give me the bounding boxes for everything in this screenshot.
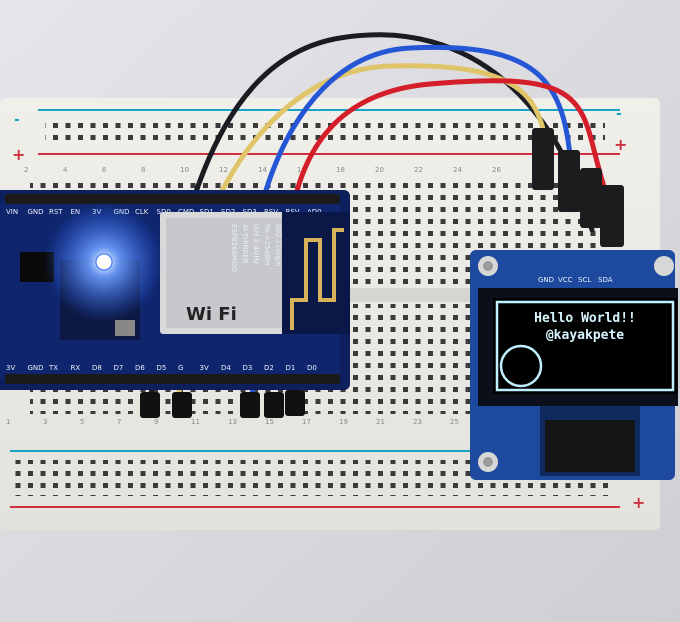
oled-mount-hole-tr: [654, 256, 674, 276]
oled-module: GND VCC SCL SDA Hello World!! @kayakpete: [470, 250, 678, 480]
esp-module-text-line: AI-THINKER: [241, 224, 249, 264]
column-number: 11: [191, 418, 200, 426]
column-number: 9: [154, 418, 158, 426]
oled-border-frame: [495, 300, 675, 392]
header-pin-2: [558, 150, 580, 212]
nodemcu-bottom-pin-label: D8: [92, 364, 102, 372]
bottom-plus-mark: +: [632, 493, 645, 512]
column-number: 14: [258, 166, 267, 174]
column-number: 6: [102, 166, 107, 174]
header-pin-1: [532, 128, 554, 190]
nodemcu-top-pin-label: RST: [49, 208, 63, 216]
header-pin-3: [580, 168, 602, 228]
top-plus-mark: +: [12, 145, 25, 164]
oled-pin-label: SCL: [578, 276, 591, 284]
blue-led: [95, 253, 113, 271]
nodemcu-board: VINGNDRSTEN3VGNDCLKSD0CMDSD1SD2SD3RSVRSV…: [0, 190, 350, 390]
nodemcu-header-rows: [5, 194, 340, 384]
esp-module-text-line: ISM 2.4GHz: [252, 224, 260, 265]
nodemcu-bottom-pin-label: RX: [71, 364, 81, 372]
oled-line-1: Hello World!!: [534, 311, 636, 326]
oled-circle-graphic: [499, 344, 543, 388]
column-number: 4: [63, 166, 68, 174]
nodemcu-bottom-pin-label: D6: [135, 364, 145, 372]
column-number: 22: [414, 166, 423, 174]
column-number: 15: [265, 418, 274, 426]
oled-pin-labels: GND VCC SCL SDA: [538, 276, 613, 284]
column-number: 2: [24, 166, 28, 174]
top-right-plus-mark: +: [614, 135, 627, 154]
column-number: 18: [336, 166, 345, 174]
nodemcu-bottom-pin-label: 3V: [6, 364, 15, 372]
column-number: 21: [376, 418, 385, 426]
column-number: 26: [492, 166, 501, 174]
nodemcu-bottom-pin-label: 3V: [200, 364, 209, 372]
nodemcu-bottom-pin-label: D7: [114, 364, 124, 372]
column-number: 20: [375, 166, 384, 174]
nodemcu-bottom-pin-label: D2: [264, 364, 274, 372]
top-right-minus-mark: -: [616, 106, 622, 122]
nodemcu-bottom-pin-label: D1: [286, 364, 296, 372]
nodemcu-bottom-pin-label: D5: [157, 364, 167, 372]
nodemcu-bottom-pin-label: TX: [48, 364, 58, 372]
wifi-logo: Wi Fi: [186, 304, 237, 325]
column-number: 19: [339, 418, 348, 426]
oled-line-2: @kayakpete: [546, 328, 624, 343]
nodemcu-bottom-pin-label: G: [178, 364, 183, 372]
oled-pin-label: SDA: [598, 276, 613, 284]
nodemcu-bottom-pin-labels: 3V GND TX RX D8 D7 D6 D5 G 3V D4 D3 D2 D1 D0: [6, 364, 317, 372]
header-pins: [532, 128, 624, 247]
header-pin-4: [600, 185, 624, 247]
nodemcu-bottom-pin-label: GND: [28, 364, 44, 372]
column-number: 23: [413, 418, 422, 426]
pcb-antenna-trace: [290, 228, 344, 330]
column-number: 3: [43, 418, 47, 426]
column-number: 7: [117, 418, 121, 426]
esp-module-text-line: PA +25dBm: [263, 224, 271, 266]
column-number: 13: [228, 418, 237, 426]
column-number: 8: [141, 166, 145, 174]
nodemcu-bottom-pin-label: D0: [307, 364, 317, 372]
nodemcu-top-pin-label: VIN: [6, 208, 18, 216]
oled-pin-label: VCC: [558, 276, 573, 284]
column-number: 25: [450, 418, 459, 426]
smd-component: [115, 320, 135, 336]
oled-pin-label: GND: [538, 276, 554, 284]
nodemcu-bottom-pin-label: D4: [221, 364, 231, 372]
nodemcu-bottom-pin-label: D3: [243, 364, 253, 372]
esp-module-text-line: 802.11b/g/n: [274, 224, 282, 267]
column-number: 1: [6, 418, 10, 426]
top-minus-mark: -: [14, 112, 20, 128]
column-number: 12: [219, 166, 228, 174]
nodemcu-top-pin-label: GND: [28, 208, 44, 216]
column-number: 5: [80, 418, 84, 426]
esp-shield: [166, 218, 282, 328]
column-number: 17: [302, 418, 311, 426]
column-number: 10: [180, 166, 189, 174]
wire-plugs: [140, 390, 305, 418]
column-number: 24: [453, 166, 462, 174]
esp-module-text-line: ESP8266MOD: [230, 224, 238, 272]
nodemcu-top-pin-label: CLK: [135, 208, 149, 216]
oled-ribbon-connector: [545, 420, 635, 472]
